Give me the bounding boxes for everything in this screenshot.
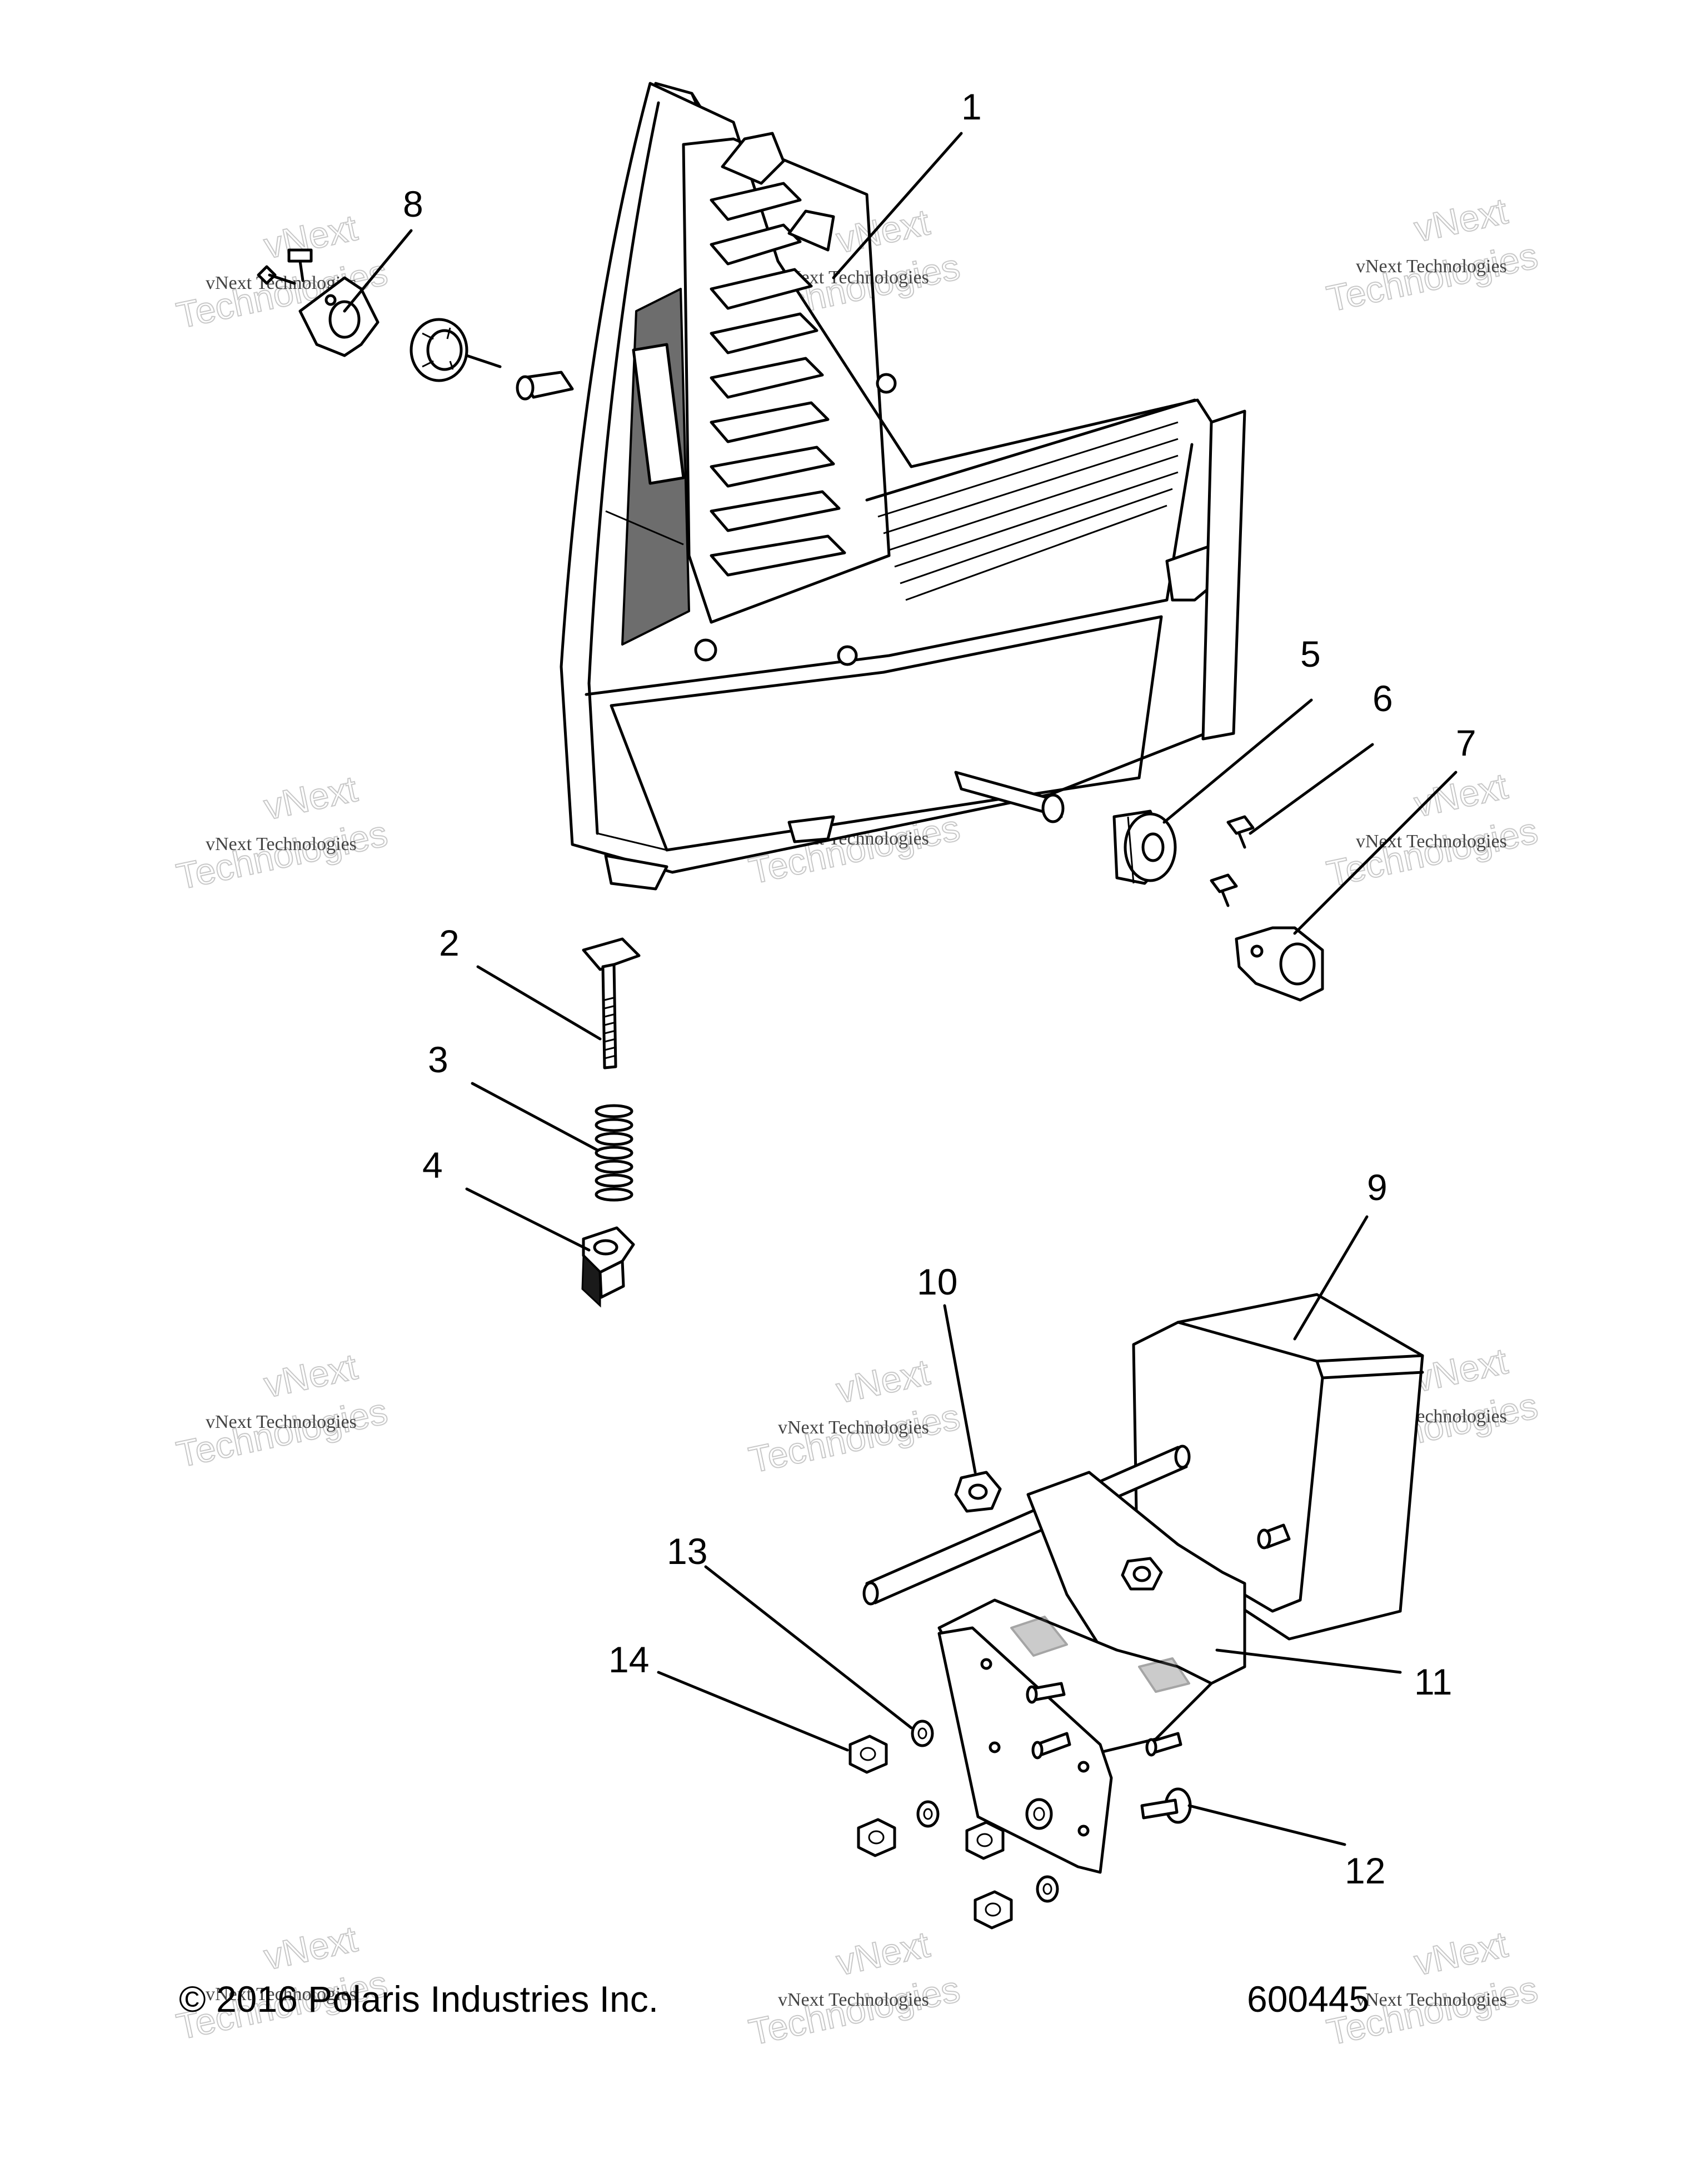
spring <box>595 1104 633 1202</box>
callout-labels: 1 2 3 4 5 6 7 8 9 10 11 12 13 14 <box>403 86 1476 1891</box>
callout-7: 7 <box>1456 722 1476 763</box>
svg-text:vNext: vNext <box>261 768 361 827</box>
cooling-fins-vertical <box>710 182 846 577</box>
callout-4: 4 <box>422 1145 443 1186</box>
watermark: vNext Technologies vNext Technologies <box>172 1345 391 1476</box>
svg-text:Technologies: Technologies <box>173 1390 391 1475</box>
svg-text:vNext: vNext <box>833 201 933 261</box>
callout-14: 14 <box>608 1639 649 1680</box>
svg-text:vNext: vNext <box>261 1918 361 1977</box>
svg-text:vNext: vNext <box>1411 1340 1511 1400</box>
svg-text:vNext: vNext <box>1411 765 1511 824</box>
cooling-fins-horizontal <box>877 421 1179 601</box>
svg-text:vNext: vNext <box>261 1346 361 1405</box>
washers-and-nuts <box>848 1720 1059 1930</box>
svg-text:vNext Technologies: vNext Technologies <box>1356 256 1507 277</box>
svg-text:vNext Technologies: vNext Technologies <box>206 1412 357 1432</box>
svg-text:vNext Technologies: vNext Technologies <box>206 1984 357 2005</box>
t-bolt <box>582 937 641 1069</box>
right-mount-hardware <box>1112 809 1324 1002</box>
callout-10: 10 <box>917 1261 957 1302</box>
watermark: vNext Technologies vNext Technologies <box>745 1923 964 2053</box>
svg-text:Technologies: Technologies <box>173 812 391 897</box>
leader-lines <box>343 132 1458 1846</box>
bolt-12 <box>1140 1787 1192 1824</box>
svg-text:vNext: vNext <box>833 1351 933 1411</box>
callout-9: 9 <box>1367 1167 1387 1208</box>
callout-6: 6 <box>1372 678 1393 719</box>
watermark: vNext Technologies vNext Technologies <box>745 1351 964 1481</box>
svg-text:vNext: vNext <box>1411 190 1511 249</box>
callout-5: 5 <box>1300 633 1321 674</box>
callout-3: 3 <box>428 1039 448 1080</box>
watermark: vNext Technologies vNext Technologies <box>1322 764 1541 895</box>
callout-12: 12 <box>1345 1850 1385 1891</box>
callout-8: 8 <box>403 183 423 224</box>
copyright-notice: © 2016 Polaris Industries Inc. <box>179 1978 659 2020</box>
svg-text:vNext Technologies: vNext Technologies <box>778 1417 929 1438</box>
callout-11: 11 <box>1414 1661 1453 1702</box>
callout-2: 2 <box>439 922 460 963</box>
mount-bracket <box>862 1445 1246 1874</box>
svg-text:vNext Technologies: vNext Technologies <box>1356 1990 1507 2010</box>
svg-text:Technologies: Technologies <box>1323 234 1541 319</box>
callout-13: 13 <box>667 1531 707 1572</box>
svg-text:Technologies: Technologies <box>745 1968 963 2052</box>
control-module <box>1132 1293 1424 1641</box>
left-mount-hardware <box>257 248 502 382</box>
svg-text:vNext: vNext <box>1411 1923 1511 1983</box>
figure-number: 600445 <box>1247 1978 1370 2020</box>
svg-text:Technologies: Technologies <box>1323 809 1541 894</box>
svg-text:vNext Technologies: vNext Technologies <box>778 1990 929 2010</box>
clip-nut <box>581 1226 635 1308</box>
svg-text:vNext Technologies: vNext Technologies <box>206 834 357 854</box>
nut-10 <box>954 1471 1002 1513</box>
svg-text:Technologies: Technologies <box>745 1396 963 1480</box>
headlight-assembly <box>516 82 1246 891</box>
watermark: vNext Technologies vNext Technologies <box>172 767 391 898</box>
svg-text:vNext: vNext <box>833 1923 933 1983</box>
watermark: vNext Technologies vNext Technologies <box>1322 189 1541 320</box>
callout-1: 1 <box>961 86 982 127</box>
